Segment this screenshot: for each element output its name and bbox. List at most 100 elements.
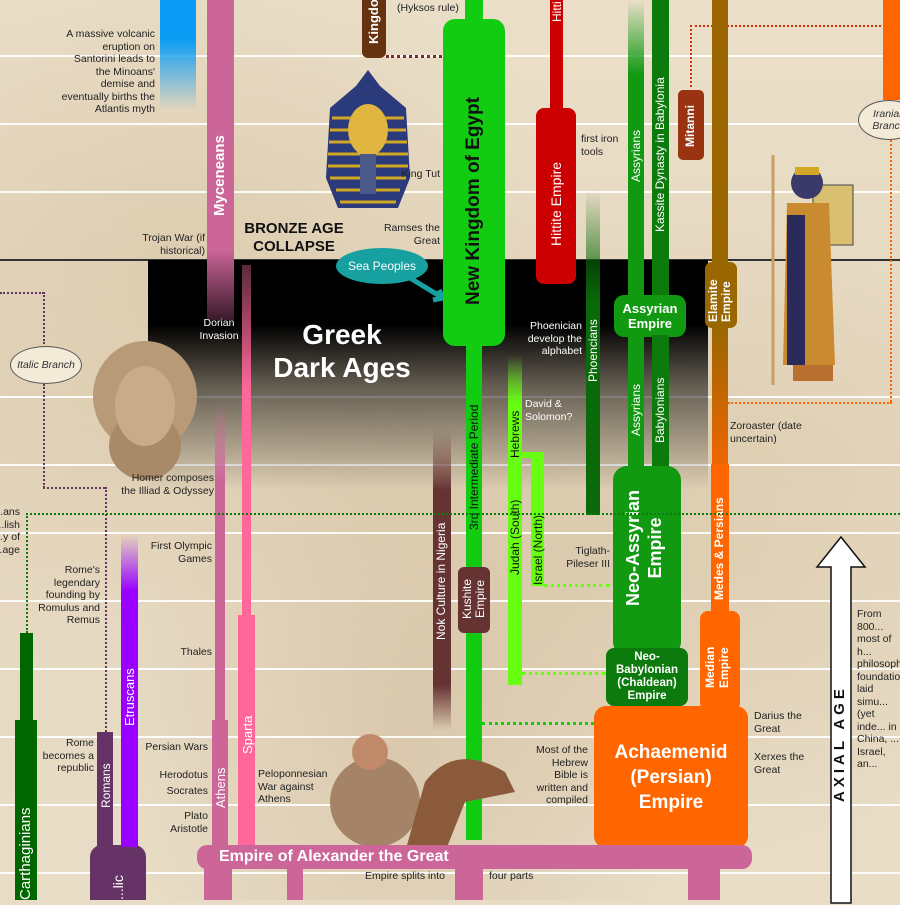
babylonians-bar	[652, 335, 669, 470]
myceneans-label: Myceneans	[211, 135, 228, 216]
kushite-label: Kushite Empire	[460, 578, 487, 620]
assyrian-empire-label: Assyrian Empire	[622, 301, 678, 331]
egypt-connector	[386, 55, 442, 58]
successor-macedonia-bar	[204, 868, 232, 900]
carthage-top-bar	[20, 633, 33, 723]
king-tut-note: King Tut	[401, 168, 440, 180]
successor-bar-3	[455, 868, 483, 900]
italic-branch-oval: Italic Branch	[10, 346, 82, 384]
republic-label: ...lic	[110, 875, 126, 900]
xerxes-note: Xerxes the Great	[754, 751, 805, 776]
persian-soldier-image	[765, 155, 855, 390]
assyrian-empire-box: Assyrian Empire	[614, 295, 686, 337]
axial-age-description: From 800... most of h... philosoph... fo…	[857, 608, 900, 770]
neo-babylonian-box: Neo-Babylonian (Chaldean) Empire	[606, 648, 688, 706]
santorini-note: A massive volcanic eruption on Santorini…	[61, 28, 155, 115]
median-label: Median Empire	[703, 646, 731, 688]
successor-seleucid-bar	[688, 868, 720, 900]
carthage-note: ...ans ...lish ...y of ...age	[0, 506, 20, 556]
alexander-mosaic-image	[315, 722, 525, 852]
greek-bar	[215, 400, 225, 720]
etruscans-label: Etruscans	[122, 668, 137, 726]
alexander-label: Empire of Alexander the Great	[219, 848, 449, 865]
homer-note: Homer composes the Illiad & Odyssey	[121, 472, 214, 497]
achaemenid-empire-box: Achaemenid (Persian) Empire	[594, 706, 748, 848]
carthage-connector-v	[26, 513, 28, 633]
elamite-label: Elamite Empire	[706, 279, 733, 322]
olympic-note: First Olympic Games	[150, 540, 212, 565]
carthaginians-label: Carthaginians	[17, 807, 34, 900]
greek-dark-ages-title: Greek Dark Ages	[262, 318, 422, 384]
myceneans-bar	[207, 0, 234, 320]
greek-line-2: Dark Ages	[273, 352, 411, 383]
new-kingdom-egypt-bar	[443, 19, 505, 346]
mitanni-connector-v	[690, 25, 692, 87]
sparta-line	[242, 265, 251, 615]
phoencians-label: Phoencians	[586, 319, 600, 382]
babylonians-label: Babylonians	[653, 377, 667, 443]
empire-split-note-2: four parts	[489, 870, 534, 882]
dark-ages-band	[148, 260, 708, 490]
etruscans-bar	[121, 535, 138, 847]
italic-connector-top	[43, 292, 45, 344]
persian-wars-note: Persian Wars	[145, 741, 208, 753]
alphabet-note: Phoenician develop the alphabet	[527, 320, 582, 357]
hittite-top-bar	[550, 0, 563, 110]
judah-label: Judah (South)	[508, 499, 522, 575]
israel-label: Israel (North)	[531, 514, 545, 585]
iranian-branch-oval: Iranian Branch	[858, 100, 900, 140]
thales-note: Thales	[180, 646, 212, 658]
ramses-note: Ramses the Great	[383, 222, 440, 247]
grid-line	[0, 736, 900, 738]
phoencians-bar	[586, 190, 600, 515]
italic-to-romans	[105, 487, 107, 732]
grid-line	[0, 872, 900, 874]
judah-connector	[522, 672, 606, 675]
sparta-bar	[238, 615, 255, 850]
iranian-connector-h	[728, 402, 892, 404]
homer-bust-image	[87, 336, 203, 481]
athens-label: Athens	[213, 767, 228, 808]
mitanni-connector-h	[690, 25, 885, 27]
darius-note: Darius the Great	[754, 710, 802, 735]
rome-founding-note: Rome's legendary founding by Romulus and…	[38, 564, 100, 626]
alexander-empire-bar: Empire of Alexander the Great	[197, 845, 752, 869]
romans-bar	[97, 732, 113, 862]
elam-to-medes-bar	[712, 325, 728, 490]
trojan-war-note: Trojan War (if historical)	[142, 232, 205, 257]
elamite-empire-box	[705, 262, 737, 328]
hebrew-bible-note: Most of the Hebrew Bible is written and …	[536, 744, 588, 806]
axial-age-label: AXIAL AGE	[831, 685, 848, 802]
kassite-bar	[652, 0, 669, 300]
israel-connector	[544, 584, 610, 587]
empire-split-note-1: Empire splits into	[365, 870, 445, 882]
hebrews-bar	[508, 355, 522, 685]
hittite-top-label: Hitti	[550, 1, 564, 22]
roman-republic-bar	[90, 845, 146, 900]
assyrians-label: Assyrians	[629, 129, 643, 182]
kushite-empire-box	[458, 567, 490, 633]
romans-label: Romans	[99, 763, 113, 808]
carthaginians-bar	[15, 720, 37, 900]
israel-bar	[531, 452, 544, 586]
median-empire-box	[700, 611, 740, 711]
hebrews-label: Hebrews	[508, 410, 522, 458]
iranian-bar	[883, 0, 900, 100]
medes-persians-bar	[711, 464, 729, 614]
italic-connector-v	[43, 384, 45, 488]
assyrians-mid-bar	[628, 335, 644, 470]
rome-republic-note: Rome becomes a republic	[42, 737, 94, 774]
minoans-bar	[160, 0, 196, 110]
peloponnesian-note: Peloponnesian War against Athens	[258, 768, 328, 805]
nok-label: Nok Culture in Nigeria	[434, 522, 448, 640]
neo-assyrian-label: Neo-Assyrian Empire	[623, 489, 665, 607]
hittite-label: Hittite Empire	[548, 161, 564, 246]
david-solomon-note: David & Solomon?	[525, 398, 573, 423]
mitanni-box	[678, 90, 704, 160]
tiglath-note: Tiglath-Pileser III	[566, 545, 610, 570]
iron-tools-note: first iron tools	[581, 133, 619, 158]
new-kingdom-label: New Kingdom of Egypt	[463, 97, 484, 305]
plato-aristotle-note: Plato Aristotle	[170, 810, 208, 835]
socrates-note: Socrates	[166, 785, 208, 797]
neo-assyrian-empire-bar	[613, 466, 681, 656]
